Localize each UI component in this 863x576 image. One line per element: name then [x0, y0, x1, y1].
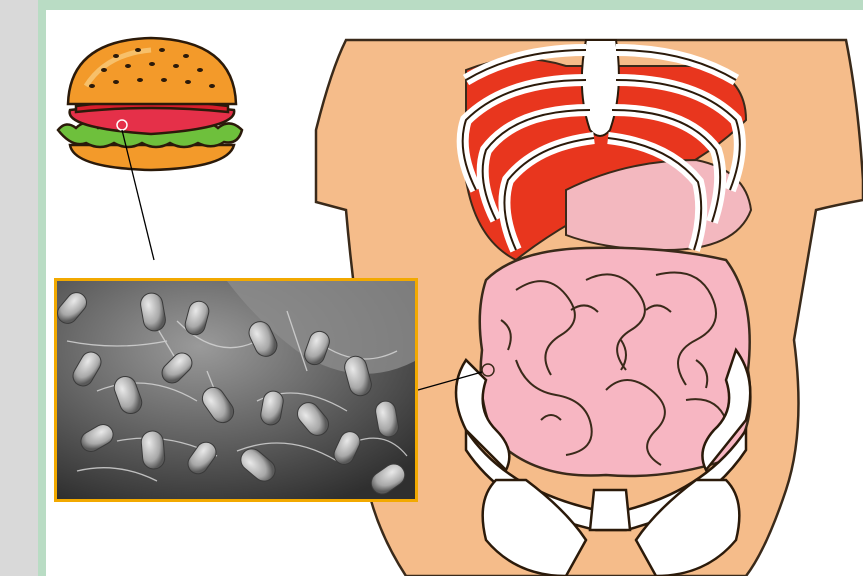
micrograph-svg	[57, 281, 415, 499]
diagram-canvas	[46, 10, 863, 576]
bacteria-micrograph	[54, 278, 418, 502]
hamburger-icon	[58, 38, 242, 170]
left-gray-strip	[0, 0, 38, 576]
